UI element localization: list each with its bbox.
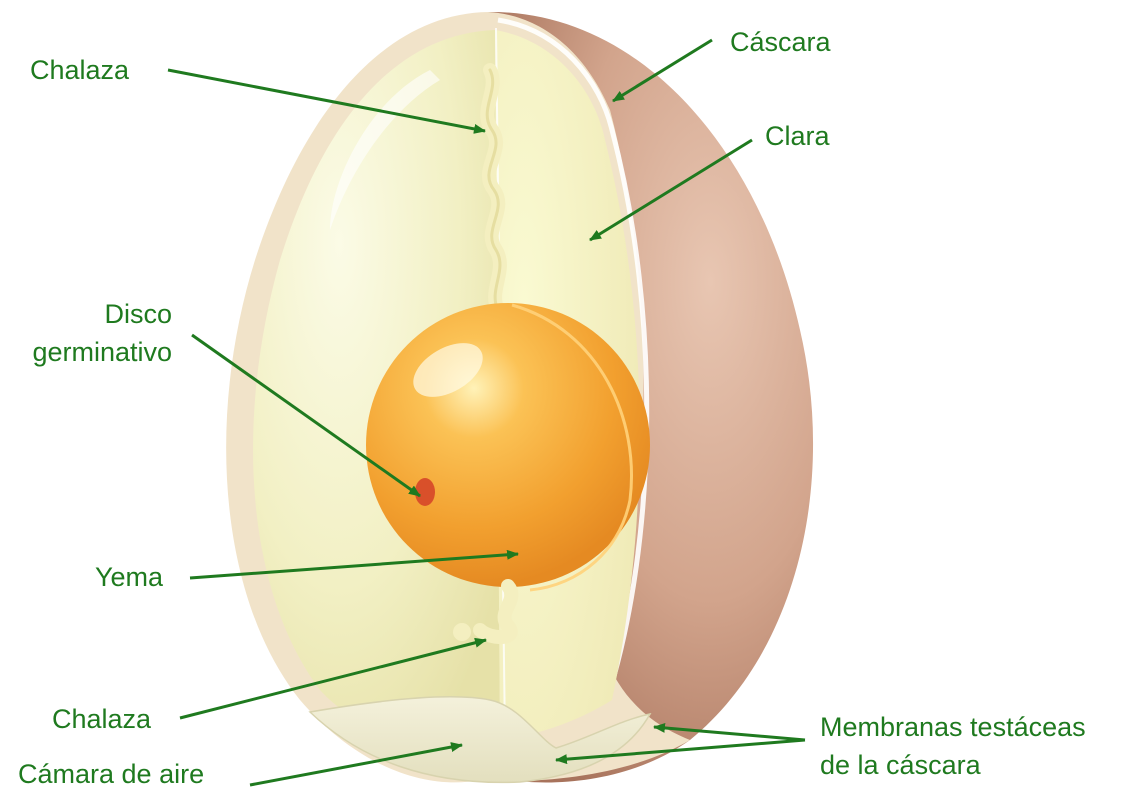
label-cascara: Cáscara [730, 27, 832, 57]
label-chalaza-top: Chalaza [30, 55, 130, 85]
label-membranas-line2: de la cáscara [820, 750, 982, 780]
germinal-disc [415, 478, 435, 506]
label-disco-line1: Disco [104, 299, 172, 329]
label-disco-line2: germinativo [32, 337, 172, 367]
label-membranas-line1: Membranas testáceas [820, 712, 1086, 742]
chalaza-bottom-knot [453, 623, 471, 641]
yolk [366, 303, 650, 587]
label-camara: Cámara de aire [18, 759, 204, 789]
label-clara: Clara [765, 121, 831, 151]
label-chalaza-bottom: Chalaza [52, 704, 152, 734]
label-yema: Yema [95, 562, 164, 592]
